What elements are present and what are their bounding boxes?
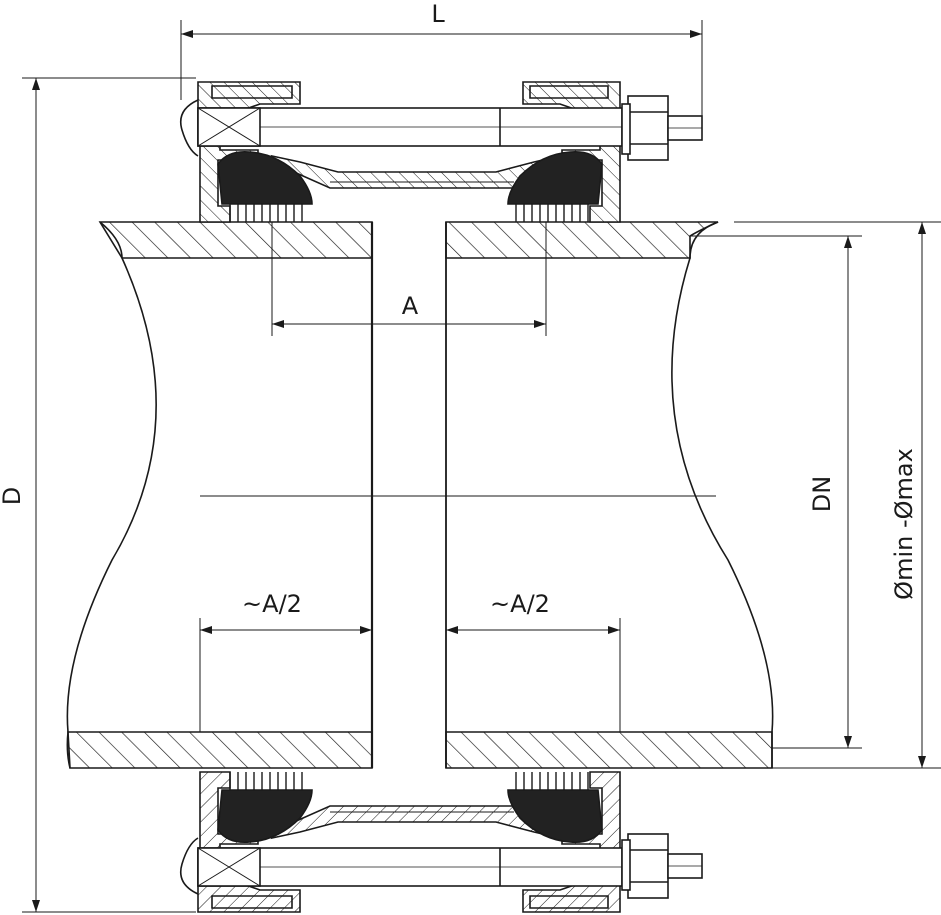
dimension-DN (690, 235, 862, 749)
label-L: L (431, 0, 445, 28)
dimension-L (180, 20, 703, 118)
left-pipe (66, 221, 374, 769)
label-half-A-left: ~A/2 (242, 590, 302, 618)
dimension-D (22, 77, 196, 913)
label-half-A-right: ~A/2 (490, 590, 550, 618)
dimension-A (271, 222, 547, 336)
label-DN: DN (808, 476, 836, 512)
bottom-coupling (179, 771, 703, 913)
label-A: A (402, 292, 419, 320)
right-pipe (445, 221, 774, 769)
top-coupling (179, 81, 703, 223)
dimension-half-A-left (199, 618, 372, 732)
dimension-half-A-right (446, 618, 621, 732)
dimension-diameter-range (734, 221, 941, 769)
label-D: D (0, 487, 26, 505)
label-diameter-range: Ømin -Ømax (890, 448, 918, 600)
